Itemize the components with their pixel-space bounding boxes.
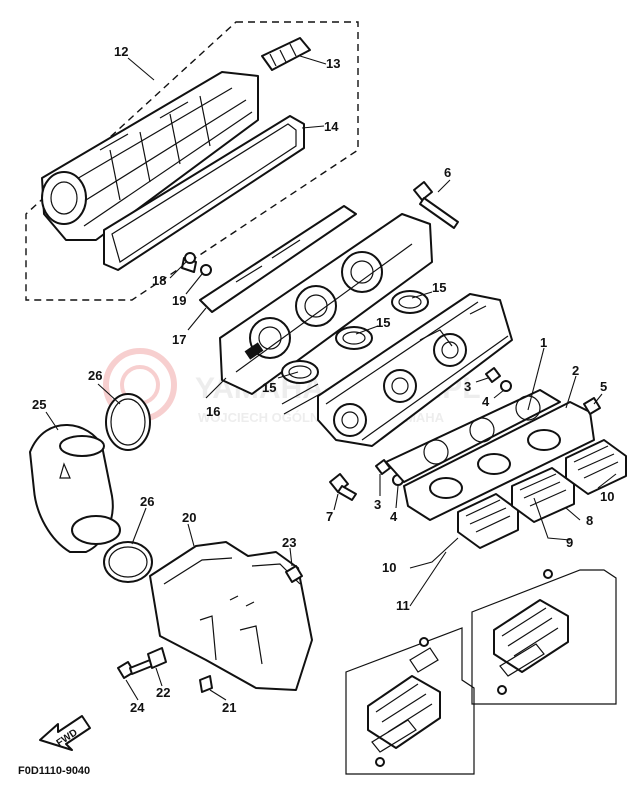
throttle-body-assembly	[281, 293, 513, 447]
callout-3b: 3	[374, 497, 381, 512]
diagram-code: F0D1110-9040	[18, 765, 90, 777]
callout-22: 22	[156, 685, 170, 700]
reed-detail-right	[493, 569, 569, 695]
o-ring-15b	[335, 326, 373, 350]
callout-8: 8	[586, 513, 593, 528]
o-ring-15b-inner	[342, 331, 366, 345]
callout-15c: 15	[262, 380, 276, 395]
callout-4a: 4	[482, 394, 490, 409]
callout-16: 16	[206, 404, 220, 419]
washer-4-upper	[500, 380, 512, 392]
intake-silencer	[149, 541, 313, 691]
washer-19	[200, 264, 212, 276]
callout-26b: 26	[140, 494, 154, 509]
intake-duct	[29, 424, 121, 553]
air-box-assembly-outline	[25, 21, 359, 301]
bolt-23	[285, 565, 303, 583]
air-box-gasket-inner	[111, 123, 297, 263]
reed-detail-box-left	[345, 627, 475, 775]
hose-clamp-upper-inner	[110, 398, 146, 446]
callout-23: 23	[282, 535, 296, 550]
air-box-cover	[41, 71, 259, 241]
callout-2: 2	[572, 363, 579, 378]
reed-detail-box-right	[471, 569, 617, 705]
screw-21	[199, 675, 213, 693]
callout-21: 21	[222, 700, 236, 715]
clip-spring	[261, 37, 311, 71]
callout-10a: 10	[600, 489, 614, 504]
callout-15a: 15	[432, 280, 446, 295]
callout-24: 24	[130, 700, 145, 715]
callout-14: 14	[324, 119, 339, 134]
hose-clamp-upper	[105, 393, 151, 451]
callout-labels: 12 13 14 6 18 19 15 15 17 1 2 26 15 3 5 …	[32, 44, 614, 715]
callout-20: 20	[182, 510, 196, 525]
callout-4b: 4	[390, 509, 398, 524]
bolt-24	[117, 659, 153, 679]
o-ring-15a	[281, 360, 319, 384]
callout-9: 9	[566, 535, 573, 550]
o-ring-15a-inner	[288, 365, 312, 379]
o-ring-15c-inner	[398, 295, 422, 309]
reed-detail-left	[367, 637, 441, 767]
bolt-7	[329, 473, 357, 501]
callout-26a: 26	[88, 368, 102, 383]
callout-7: 7	[326, 509, 333, 524]
hose-clamp-lower	[103, 541, 153, 583]
callout-17: 17	[172, 332, 186, 347]
reed-valve-block-mid	[511, 467, 575, 523]
screw-18	[181, 252, 197, 273]
reed-valve-block-right	[565, 439, 627, 495]
intake-plenum-plate	[219, 213, 433, 395]
callout-3a: 3	[464, 379, 471, 394]
callout-13: 13	[326, 56, 340, 71]
callout-19: 19	[172, 293, 186, 308]
callout-11: 11	[396, 598, 410, 613]
leader-lines	[45, 55, 617, 701]
callout-18: 18	[152, 273, 166, 288]
bolt-6	[413, 181, 459, 229]
callout-6: 6	[444, 165, 451, 180]
forward-arrow: FWD	[39, 715, 91, 751]
air-box-gasket	[103, 115, 305, 271]
reed-valve-spacer	[403, 401, 595, 521]
callout-12: 12	[114, 44, 128, 59]
grommet-22	[147, 647, 167, 669]
reed-valve-block-left	[457, 493, 519, 549]
callout-15b: 15	[376, 315, 390, 330]
filter-plate	[199, 205, 357, 313]
callout-5: 5	[600, 379, 607, 394]
o-ring-15c	[391, 290, 429, 314]
hose-clamp-lower-inner	[108, 546, 148, 578]
reed-valve-gasket	[385, 389, 561, 483]
callout-25: 25	[32, 397, 46, 412]
callout-10b: 10	[382, 560, 396, 575]
bolt-3-upper	[485, 367, 501, 383]
callout-1: 1	[540, 335, 547, 350]
